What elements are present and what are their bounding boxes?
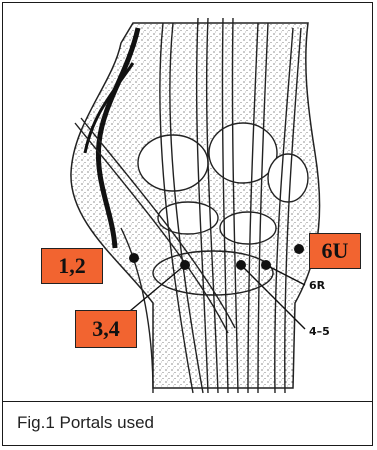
portal-dot-1-2 bbox=[129, 253, 139, 263]
portal-label-6u-text: 6U bbox=[322, 238, 349, 264]
portal-label-3-4-text: 3,4 bbox=[92, 316, 120, 342]
wrist-anatomy-illustration bbox=[3, 3, 374, 401]
portal-dot-6u bbox=[294, 244, 304, 254]
figure-frame: 1,2 3,4 6U 6R 4–5 Fig.1 Portals used bbox=[2, 2, 373, 446]
portal-label-1-2-text: 1,2 bbox=[58, 253, 86, 279]
portal-label-3-4: 3,4 bbox=[75, 310, 137, 348]
tendon-label-6r: 6R bbox=[309, 279, 325, 292]
figure-caption: Fig.1 Portals used bbox=[17, 413, 154, 433]
portal-label-1-2: 1,2 bbox=[41, 248, 103, 284]
tendon-label-4-5: 4–5 bbox=[309, 325, 330, 338]
caption-divider bbox=[3, 401, 372, 402]
portal-label-6u: 6U bbox=[309, 233, 361, 269]
